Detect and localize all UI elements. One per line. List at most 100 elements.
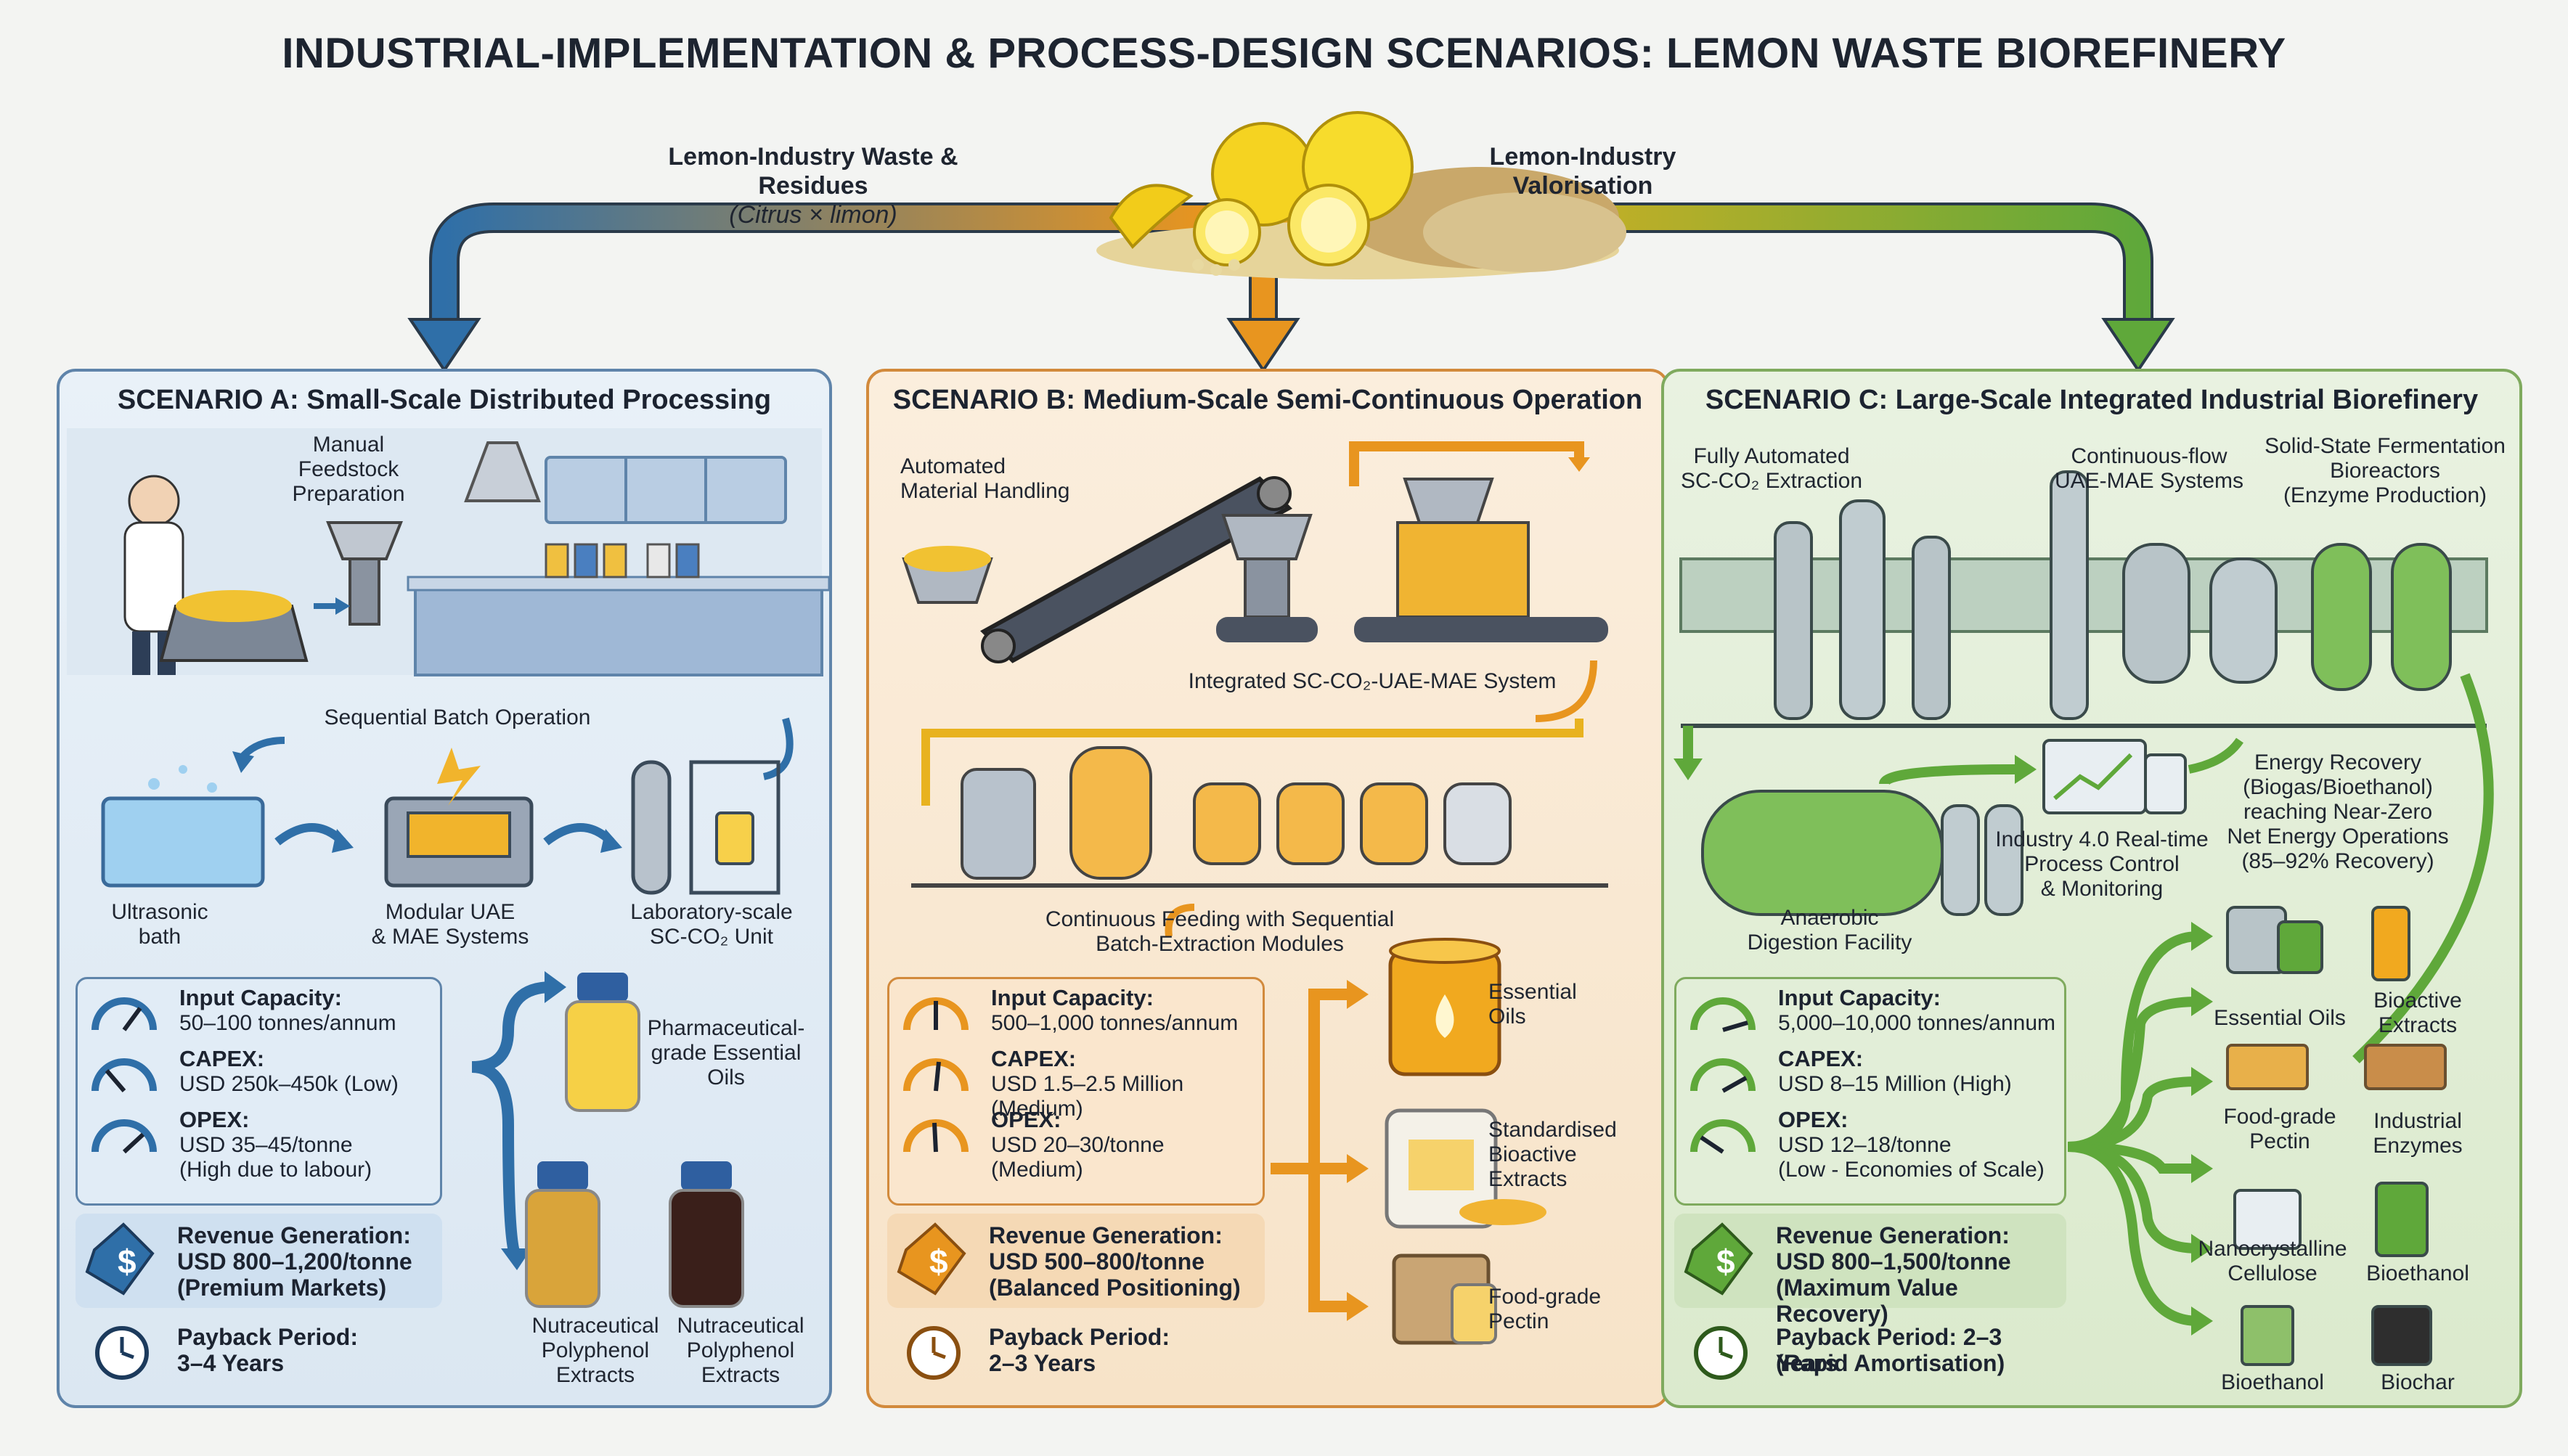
source-right-label: Lemon-Industry Valorisation (1459, 142, 1706, 200)
output-label-line-1: Nutraceutical (677, 1314, 804, 1338)
source-left-title: Lemon-Industry Waste & Residues (668, 143, 958, 200)
metric-name: OPEX: (179, 1107, 250, 1132)
scenario-b-payback: Payback Period: 2–3 Years (887, 1321, 1265, 1394)
manual-feedstock-label: Manual Feedstock Preparation (276, 433, 421, 507)
output-label-line-1: Nutraceutical (531, 1314, 659, 1338)
gauge-icon (91, 1058, 157, 1092)
metric-name: OPEX: (1778, 1107, 1848, 1132)
top-label-line-1: Solid-State Fermentation (2265, 434, 2506, 458)
metric-name: Input Capacity: (179, 985, 342, 1010)
output-pectin-label: Food-grade Pectin (1488, 1285, 1634, 1334)
metric-opex: OPEX: USD 12–18/tonne (Low - Economies o… (1676, 1107, 2064, 1187)
manual-label-line-3: Preparation (292, 482, 405, 506)
anaerobic-line-1: Anaerobic (1780, 906, 1879, 930)
revenue-name: Revenue Generation: (1776, 1222, 2010, 1248)
metric-name: OPEX: (991, 1107, 1061, 1132)
metric-value-note: (Low - Economies of Scale) (1778, 1158, 2045, 1182)
output-label-line-2: Cellulose (2227, 1261, 2318, 1285)
output-polyphenol-label-1: Nutraceutical Polyphenol Extracts (508, 1314, 682, 1388)
continuous-label-line-1: Continuous Feeding with Sequential (1045, 907, 1395, 931)
industry-line-2: Process Control (2024, 852, 2180, 876)
gauge-icon (91, 997, 157, 1031)
scenario-c-revenue: $ Revenue Generation: USD 800–1,500/tonn… (1674, 1214, 2066, 1327)
energy-line-5: (85–92% Recovery) (2241, 849, 2434, 873)
price-tag-icon: $ (85, 1222, 155, 1296)
energy-line-1: Energy Recovery (2254, 751, 2422, 774)
page-title: INDUSTRIAL-IMPLEMENTATION & PROCESS-DESI… (282, 30, 2286, 77)
scenario-c-metrics: Input Capacity: 5,000–10,000 tonnes/annu… (1674, 977, 2066, 1206)
output-c-enzymes-label: Industrial Enzymes (2352, 1109, 2483, 1158)
scenario-b-heading: SCENARIO B: Medium-Scale Semi-Continuous… (892, 385, 1643, 415)
revenue-name: Revenue Generation: (989, 1222, 1223, 1248)
metric-value: 50–100 tonnes/annum (179, 1011, 396, 1035)
top-label-line-2: Bioreactors (2330, 459, 2440, 483)
price-tag-icon: $ (897, 1222, 966, 1296)
equipment-modular-line-2: & MAE Systems (371, 925, 529, 949)
energy-line-2: (Biogas/Bioethanol) (2243, 775, 2433, 799)
scenario-a-batch-equipment (101, 717, 794, 895)
source-right-line-1: Lemon-Industry (1489, 143, 1676, 171)
output-label-line-1: Bioactive (2373, 989, 2462, 1013)
svg-text:$: $ (118, 1243, 136, 1280)
source-right-line-2: Valorisation (1512, 172, 1653, 200)
top-label-line-1: Continuous-flow (2071, 444, 2227, 468)
scenario-b-plant-illustration (902, 441, 1608, 937)
industry-line-3: & Monitoring (2040, 877, 2164, 901)
gauge-icon (91, 1119, 157, 1154)
manual-label-line-1: Manual (312, 433, 385, 457)
scenario-c-biorefinery-illustration (1674, 470, 2494, 1064)
sequential-batch-label: Sequential Batch Operation (324, 705, 591, 729)
output-label-line-1: Food-grade (2223, 1105, 2336, 1129)
metric-value: USD 1.5–2.5 Million (Medium) (991, 1072, 1184, 1121)
automated-label-line-2: Material Handling (900, 479, 1070, 503)
lemon-waste-pile-illustration (1096, 111, 1626, 279)
metric-name: Input Capacity: (991, 985, 1154, 1010)
metric-value: USD 12–18/tonne (1778, 1133, 1952, 1157)
scco2-automated-label: Fully Automated SC-CO₂ Extraction (1670, 444, 1873, 494)
payback-name: Payback Period: (177, 1324, 358, 1350)
metric-capex: CAPEX: USD 250k–450k (Low) (78, 1046, 440, 1126)
gauge-icon (903, 1119, 969, 1153)
metric-capex: CAPEX: USD 8–15 Million (High) (1676, 1046, 2064, 1126)
revenue-name: Revenue Generation: (177, 1222, 411, 1248)
fermentation-label: Solid-State Fermentation Bioreactors (En… (2251, 434, 2519, 508)
scenario-a-metrics: Input Capacity: 50–100 tonnes/annum CAPE… (76, 977, 442, 1206)
equipment-scco2-line-1: Laboratory-scale (630, 900, 793, 924)
scenario-a-lab-illustration (67, 428, 831, 676)
gauge-icon (903, 997, 969, 1031)
metric-name: CAPEX: (991, 1046, 1077, 1071)
clock-icon (95, 1326, 149, 1380)
industry-40-label: Industry 4.0 Real-time Process Control &… (1982, 827, 2222, 901)
output-label-line-2: grade Essential (651, 1041, 802, 1065)
equipment-ultrasonic-label: Ultrasonic bath (80, 900, 240, 949)
gauge-icon (903, 1058, 969, 1092)
clock-icon (907, 1326, 961, 1380)
output-label-line-2: Polyphenol (686, 1338, 795, 1362)
svg-text:$: $ (929, 1243, 948, 1280)
scenario-b-metrics: Input Capacity: 500–1,000 tonnes/annum C… (887, 977, 1265, 1206)
output-label-line-3: Extracts (1488, 1167, 1568, 1191)
top-label-line-2: SC-CO₂ Extraction (1680, 469, 1863, 493)
metric-value: USD 250k–450k (Low) (179, 1072, 399, 1096)
output-c-biochar-label: Biochar (2381, 1370, 2455, 1394)
manual-label-line-2: Feedstock (298, 457, 399, 481)
revenue-note: (Balanced Positioning) (989, 1275, 1241, 1301)
revenue-note: (Premium Markets) (177, 1275, 387, 1301)
output-label-line-2: Pectin (2249, 1129, 2310, 1153)
equipment-modular-label: Modular UAE & MAE Systems (356, 900, 545, 949)
gauge-icon (1690, 1058, 1756, 1093)
revenue-note: (Maximum Value Recovery) (1776, 1275, 1958, 1327)
output-label-line-1: Nanocrystalline (2198, 1237, 2347, 1261)
revenue-value: USD 800–1,200/tonne (177, 1248, 412, 1275)
output-label-line-2: Enzymes (2373, 1134, 2463, 1158)
energy-recovery-label: Energy Recovery (Biogas/Bioethanol) reac… (2222, 751, 2454, 874)
payback-name: Payback Period: 2–3 Years (1776, 1324, 2002, 1376)
top-label-line-3: (Enzyme Production) (2283, 483, 2487, 507)
metric-value: 500–1,000 tonnes/annum (991, 1011, 1239, 1035)
scenario-c-heading: SCENARIO C: Large-Scale Integrated Indus… (1705, 385, 2479, 415)
metric-opex: OPEX: USD 35–45/tonne (High due to labou… (78, 1107, 440, 1187)
output-label-line-2: Oils (1488, 1005, 1526, 1028)
metric-value: USD 8–15 Million (High) (1778, 1072, 2012, 1096)
payback-value: 2–3 Years (989, 1350, 1096, 1376)
equipment-scco2-label: Laboratory-scale SC-CO₂ Unit (610, 900, 813, 949)
